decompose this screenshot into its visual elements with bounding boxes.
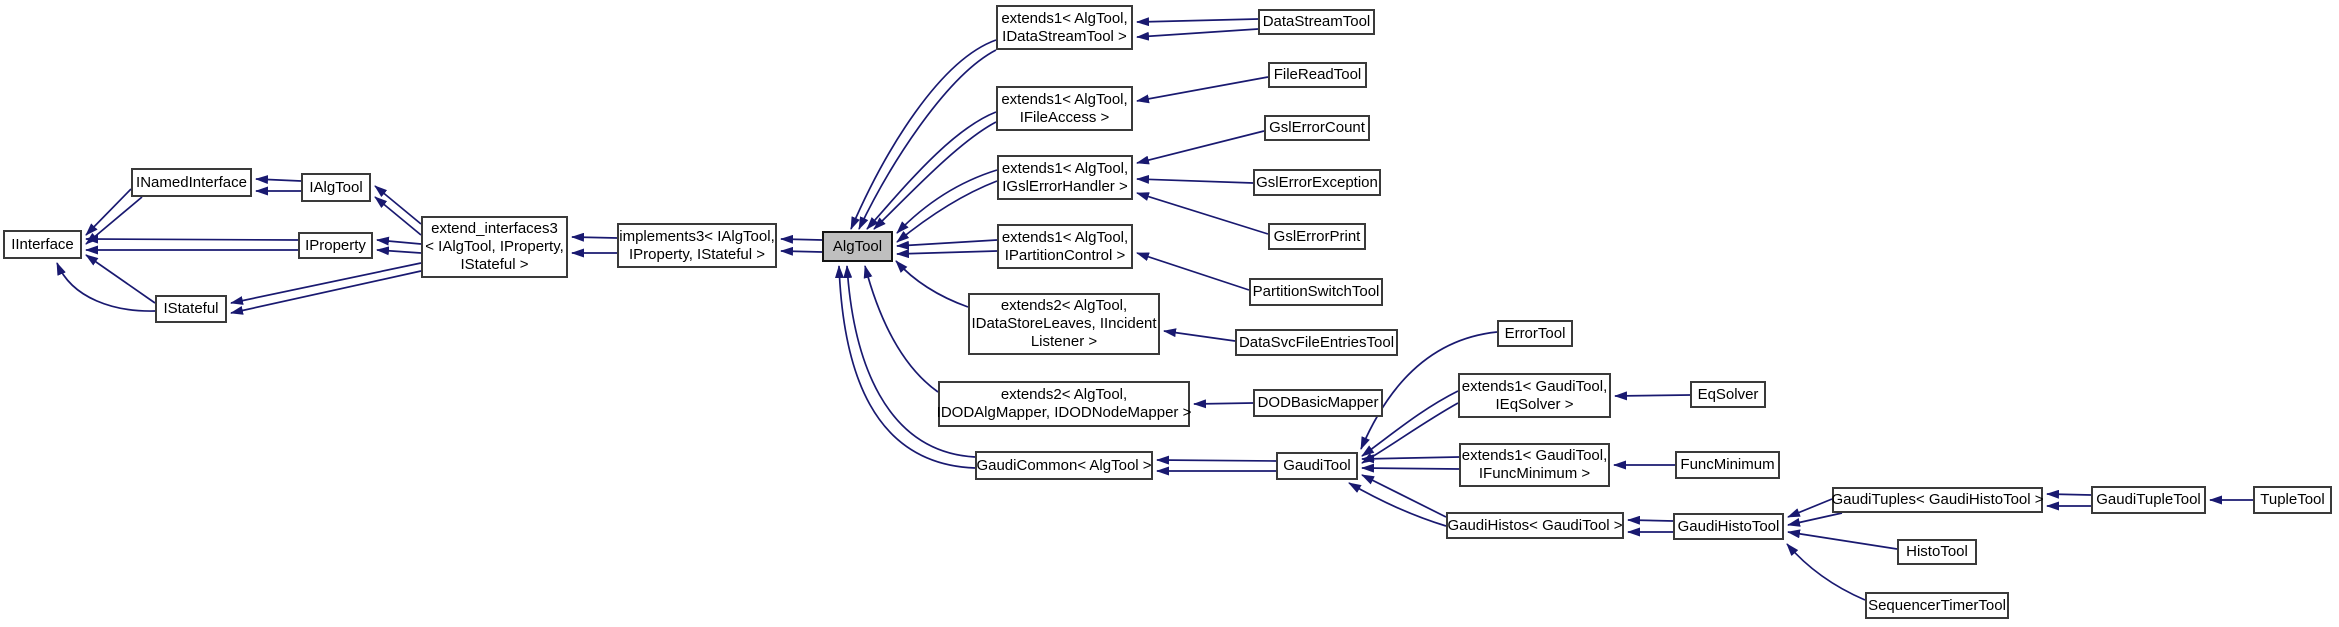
node-DataStreamTool[interactable]: DataStreamTool: [1258, 9, 1375, 35]
node-extends1-IGslErrorHandler[interactable]: extends1< AlgTool, IGslErrorHandler >: [997, 155, 1133, 200]
edge-filereadtool-ext1_fileaccess: [1136, 76, 1269, 104]
edge-impl3-extif3-1: [571, 232, 618, 242]
edge-datastreamtool-ext1_datastream-1: [1136, 17, 1259, 27]
node-INamedInterface[interactable]: INamedInterface: [131, 168, 252, 197]
edge-gaudituples-gaudihistotool-2: [1787, 512, 1843, 527]
edge-algtool-impl3-1: [780, 234, 823, 244]
node-FileReadTool[interactable]: FileReadTool: [1268, 62, 1367, 88]
node-GslErrorException[interactable]: GslErrorException: [1253, 169, 1381, 196]
node-extends1-IPartitionControl[interactable]: extends1< AlgTool, IPartitionControl >: [997, 224, 1133, 269]
node-AlgTool: AlgTool: [822, 231, 893, 262]
edge-gaudihistos-gauditool-1: [1361, 474, 1447, 518]
edge-histotool-gaudihistotool: [1787, 529, 1898, 550]
edge-istateful-iinterface-2: [56, 262, 156, 312]
edge-ext1_gslerrorhandler-algtool-1: [896, 169, 998, 234]
edge-sequencertimertool-gaudihistotool: [1786, 543, 1866, 601]
edge-ext1_funcminimum-gauditool-2: [1361, 463, 1460, 473]
node-GaudiHistoTool[interactable]: GaudiHistoTool: [1673, 513, 1784, 540]
node-GslErrorCount[interactable]: GslErrorCount: [1264, 115, 1370, 141]
edge-datastreamtool-ext1_datastream-2: [1136, 28, 1259, 41]
edge-extif3-iproperty-1: [376, 236, 422, 246]
edge-gslerrorprint-ext1_gslerrorhandler: [1136, 192, 1269, 235]
node-FuncMinimum[interactable]: FuncMinimum: [1675, 451, 1780, 479]
edge-gslerrorcount-ext1_gslerrorhandler: [1136, 130, 1265, 165]
edge-extif3-iproperty-2: [376, 246, 422, 256]
edge-ext1_fileaccess-algtool-1: [866, 111, 997, 230]
node-extends2-IDataStoreLeaves[interactable]: extends2< AlgTool, IDataStoreLeaves, IIn…: [968, 293, 1160, 355]
edge-dodbasicmapper-ext2_dodmapper: [1193, 399, 1254, 409]
edge-ext1_partitioncontrol-algtool-2: [896, 249, 998, 259]
edge-algtool-impl3-2: [780, 246, 823, 256]
edge-extif3-ialgtool-2: [374, 196, 422, 236]
edge-ext2_datastoreleaves-algtool: [895, 260, 969, 308]
edge-iproperty-iinterface-1: [85, 234, 299, 244]
edge-ext2_dodmapper-algtool: [863, 265, 939, 393]
edge-extif3-istateful-2: [230, 270, 422, 315]
edge-gaudicommon-algtool-1: [843, 265, 976, 458]
edge-extif3-ialgtool-1: [374, 185, 422, 225]
edge-partitionswitchtool-ext1_partitioncontrol: [1136, 252, 1250, 291]
node-GslErrorPrint[interactable]: GslErrorPrint: [1268, 223, 1366, 250]
node-extends1-IEqSolver[interactable]: extends1< GaudiTool, IEqSolver >: [1458, 373, 1611, 418]
edge-eqsolver-ext1_eqsolver: [1614, 391, 1691, 401]
edge-gauditool-gaudicommon-1: [1156, 455, 1277, 465]
node-extends1-IFuncMinimum[interactable]: extends1< GaudiTool, IFuncMinimum >: [1459, 443, 1610, 487]
node-DataSvcFileEntriesTool[interactable]: DataSvcFileEntriesTool: [1235, 329, 1398, 356]
node-implements3[interactable]: implements3< IAlgTool, IProperty, IState…: [617, 223, 777, 268]
edge-gslerrorexception-ext1_gslerrorhandler: [1136, 174, 1254, 184]
edge-ext1_datastream-algtool-2: [858, 49, 997, 230]
edge-ext1_datastream-algtool-1: [850, 39, 997, 230]
node-GaudiTupleTool[interactable]: GaudiTupleTool: [2091, 486, 2206, 514]
edge-ext1_partitioncontrol-algtool-1: [896, 239, 998, 250]
edge-ext1_gslerrorhandler-algtool-2: [896, 180, 998, 243]
edge-istateful-iinterface-1: [85, 254, 156, 304]
node-extends1-IDataStreamTool[interactable]: extends1< AlgTool, IDataStreamTool >: [996, 5, 1133, 50]
edge-gaudituples-gaudihistotool-1: [1787, 498, 1833, 518]
node-DODBasicMapper[interactable]: DODBasicMapper: [1253, 389, 1383, 417]
node-IInterface[interactable]: IInterface: [3, 230, 82, 259]
node-GaudiTuples[interactable]: GaudiTuples< GaudiHistoTool >: [1831, 487, 2044, 513]
edge-gauditupletool-gaudituples-1: [2046, 489, 2092, 499]
node-TupleTool[interactable]: TupleTool: [2253, 486, 2332, 514]
node-HistoTool[interactable]: HistoTool: [1897, 539, 1977, 565]
node-GaudiHistos[interactable]: GaudiHistos< GaudiTool >: [1446, 512, 1624, 539]
edge-inamedinterface-iinterface-2: [85, 196, 143, 245]
edge-extif3-istateful-1: [230, 262, 422, 305]
node-GaudiTool[interactable]: GaudiTool: [1276, 452, 1358, 480]
edge-gaudihistos-gauditool-2: [1348, 482, 1447, 527]
node-IAlgTool[interactable]: IAlgTool: [301, 173, 371, 202]
edge-gaudicommon-algtool-2: [834, 265, 976, 469]
edge-ext1_funcminimum-gauditool-1: [1361, 454, 1460, 464]
edge-ialgtool-inamedinterface-1: [255, 175, 302, 185]
edge-gaudihistotool-gaudihistos-1: [1627, 515, 1674, 525]
node-ErrorTool[interactable]: ErrorTool: [1497, 320, 1573, 347]
node-GaudiCommon[interactable]: GaudiCommon< AlgTool >: [975, 451, 1153, 480]
node-IProperty[interactable]: IProperty: [298, 232, 373, 259]
node-SequencerTimerTool[interactable]: SequencerTimerTool: [1865, 592, 2009, 619]
node-extend_interfaces3[interactable]: extend_interfaces3 < IAlgTool, IProperty…: [421, 216, 568, 278]
node-EqSolver[interactable]: EqSolver: [1690, 381, 1766, 408]
node-extends1-IFileAccess[interactable]: extends1< AlgTool, IFileAccess >: [996, 86, 1133, 131]
edge-datasvcfileentriestool-ext2_datastoreleaves: [1163, 328, 1236, 342]
edge-ext1_fileaccess-algtool-2: [873, 121, 997, 230]
edge-inamedinterface-iinterface-1: [85, 188, 132, 236]
node-extends2-IDODAlgMapper[interactable]: extends2< AlgTool, IDODAlgMapper, IDODNo…: [937, 381, 1191, 427]
node-IStateful[interactable]: IStateful: [155, 295, 227, 323]
node-PartitionSwitchTool[interactable]: PartitionSwitchTool: [1249, 278, 1383, 306]
